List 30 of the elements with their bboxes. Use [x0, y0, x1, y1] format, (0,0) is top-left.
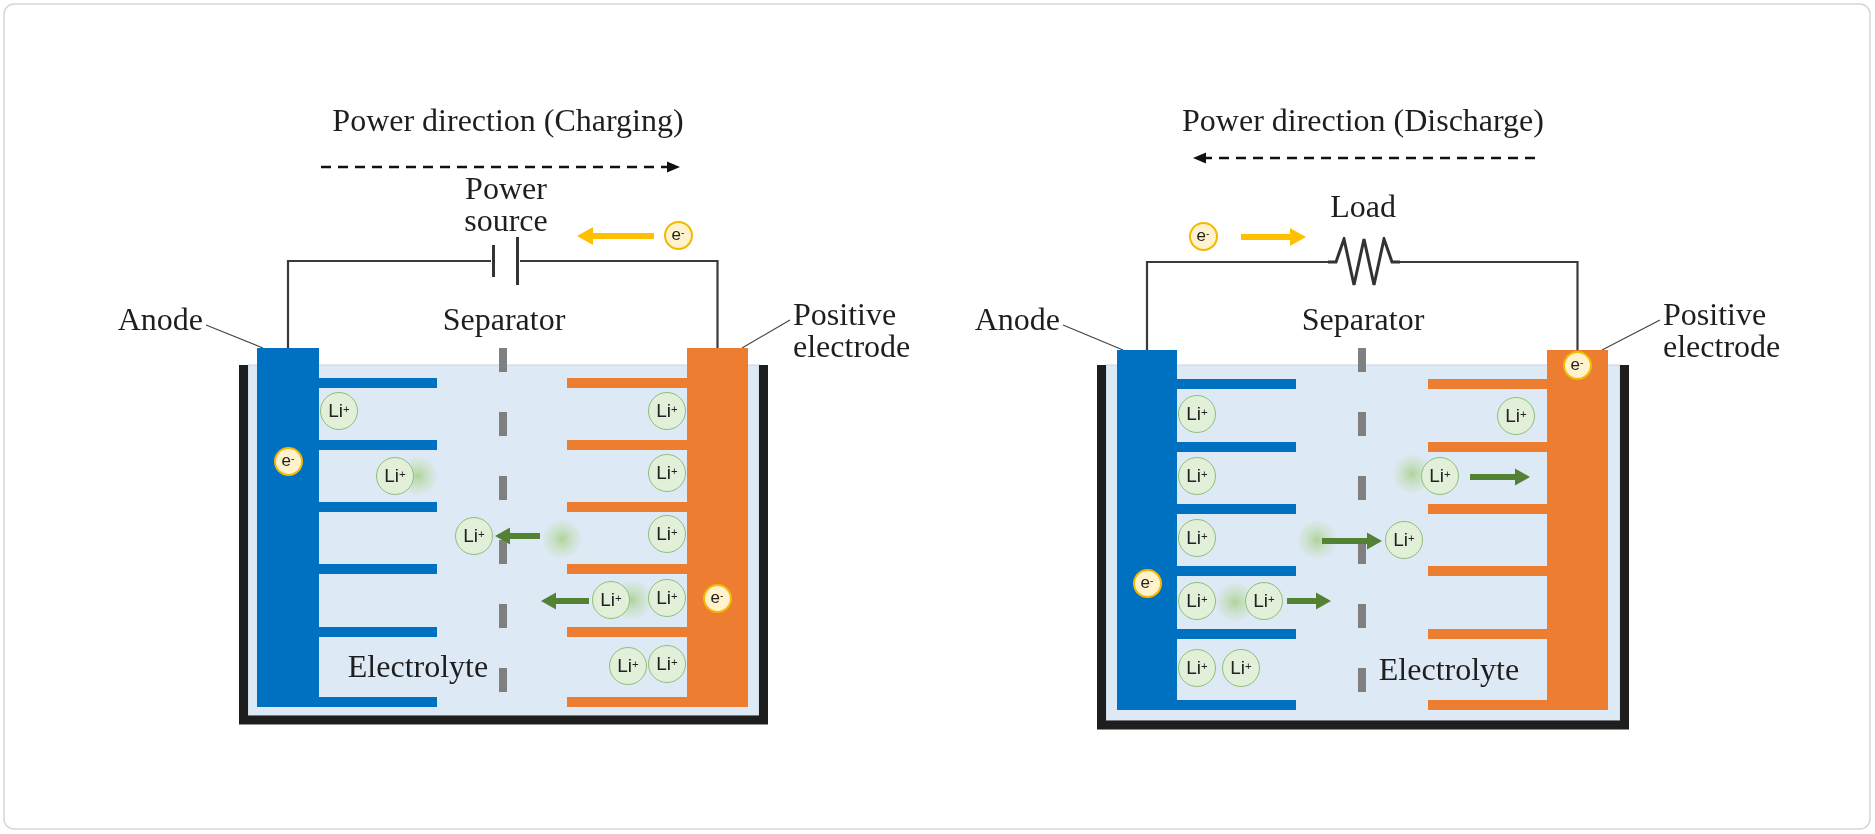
circuit-wire	[1145, 260, 1328, 350]
electrode-label: Anode	[974, 303, 1060, 335]
electrolyte-label: Electrolyte	[1378, 653, 1520, 685]
anode-plate	[1117, 350, 1177, 710]
leader-line	[1062, 324, 1124, 351]
electrode-label: Positive electrode	[793, 298, 923, 362]
resistor-symbol	[1328, 237, 1400, 287]
electron: e$^{-}$	[702, 583, 732, 613]
electron: e$^{-}$	[1132, 568, 1162, 598]
component-label: Load	[1329, 190, 1397, 222]
electron: e$^{-}$	[273, 446, 303, 476]
cathode-plate	[1547, 350, 1608, 710]
electron: e$^{-}$	[1562, 350, 1592, 380]
leader-line	[1601, 319, 1661, 351]
leader-line	[741, 319, 791, 349]
separator-label: Separator	[442, 303, 566, 335]
cathode-plate	[687, 348, 748, 707]
leader-line	[205, 324, 264, 349]
direction-heading: Power direction (Discharge)	[1182, 104, 1544, 136]
circuit-wire	[1400, 260, 1579, 350]
component-label: Power source	[463, 172, 549, 236]
circuit-wire	[286, 259, 491, 348]
circuit-wire	[520, 259, 719, 348]
direction-heading: Power direction (Charging)	[332, 104, 684, 136]
separator-label: Separator	[1301, 303, 1425, 335]
battery-symbol	[491, 237, 520, 285]
electrode-label: Positive electrode	[1663, 298, 1793, 362]
anode-plate	[257, 348, 319, 707]
electrode-label: Anode	[117, 303, 203, 335]
electrolyte-label: Electrolyte	[347, 650, 489, 682]
